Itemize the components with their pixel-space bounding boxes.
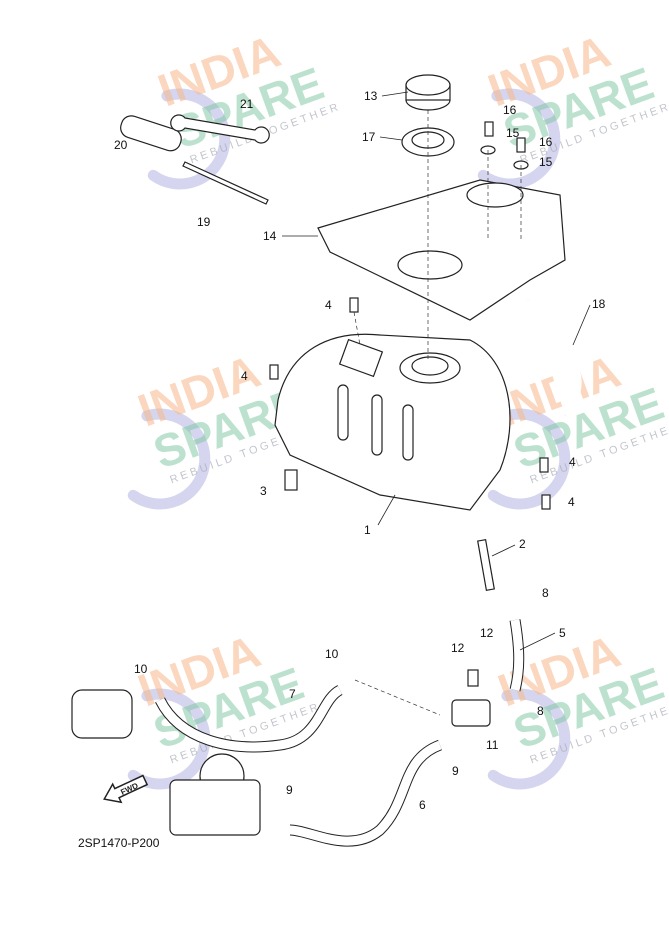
watermark-logo-icon [487,408,571,510]
watermark-logo-icon [127,408,211,510]
callout: 18 [592,297,606,311]
wrench-21 [170,114,270,144]
watermark: INDIA SPARE REBUILD TOGETHER [477,25,669,190]
callout: 19 [197,215,211,229]
tray-14 [317,179,566,321]
callout: 20 [114,138,128,152]
callout: 17 [362,130,376,144]
leader-lines [282,91,591,716]
carburetor-assembly [71,689,261,836]
fuel-cock-11 [451,669,491,727]
callout: 2 [519,537,526,551]
callout: 16 [503,103,517,117]
callout: 14 [263,229,277,243]
callout: 13 [364,89,378,103]
hose-18 [523,299,582,417]
hoses-5-6-7 [155,619,525,847]
fuel-tank-1 [274,333,511,511]
callout: 12 [480,626,494,640]
watermark-logo-icon [147,88,231,190]
svg-text:FWD: FWD [119,781,140,797]
callout: 9 [286,783,293,797]
fuel-cap-13 [405,74,451,111]
callout: 16 [539,135,553,149]
callout: 7 [289,687,296,701]
tool-grip-20 [120,115,182,152]
callout: 9 [452,764,459,778]
callout: 4 [568,495,575,509]
callout: 4 [569,455,576,469]
callout: 12 [451,641,465,655]
callout: 10 [325,647,339,661]
callout: 10 [134,662,148,676]
watermark: INDIA SPARE REBUILD TOGETHER [147,25,342,190]
watermark-logo-icon [487,688,571,790]
callout: 11 [486,738,499,752]
watermark-logo-icon [127,688,211,790]
callout: 15 [506,126,520,140]
callout: 6 [419,798,426,812]
callout: 4 [241,369,248,383]
callout: 8 [537,704,544,718]
callout: 15 [539,155,553,169]
callout: 5 [559,626,566,640]
callout: 8 [542,586,549,600]
screwdriver-19 [182,161,269,205]
small-parts [269,297,551,592]
callout: 3 [260,484,267,498]
diagram-code: 2SP1470-P200 [78,836,160,850]
callout: 21 [240,97,254,111]
fwd-arrow-icon: FWD [103,774,149,804]
callout: 4 [325,298,332,312]
callout-labels: 13 21 16 15 16 17 15 20 19 14 18 4 4 4 3… [114,89,606,812]
callout: 1 [364,523,371,537]
